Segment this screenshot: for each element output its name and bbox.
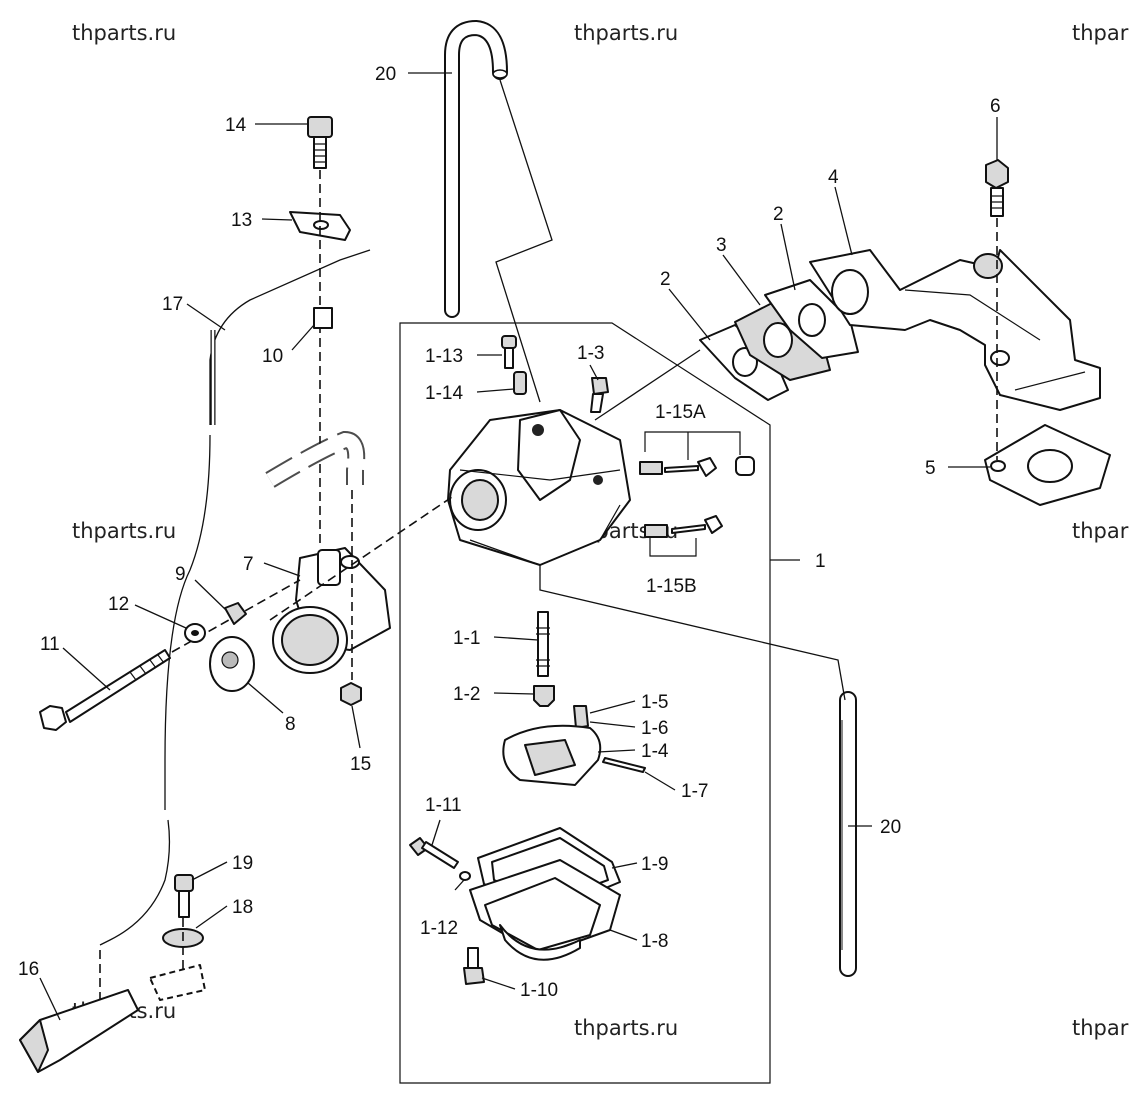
label-19: 19 bbox=[232, 853, 253, 874]
intake-manifold-4 bbox=[809, 249, 1101, 411]
label-16: 16 bbox=[18, 959, 39, 980]
label-1: 1 bbox=[815, 551, 826, 572]
watermark-bottom-right: thpar bbox=[1072, 1016, 1129, 1040]
label-7: 7 bbox=[243, 554, 254, 575]
insulator-3 bbox=[734, 299, 831, 381]
collar-10 bbox=[313, 307, 333, 329]
slider-guide bbox=[149, 964, 206, 1001]
carburetor-assembly-outline bbox=[399, 322, 771, 1084]
leader-lines bbox=[39, 72, 998, 1021]
carb-axis-left bbox=[269, 494, 456, 621]
label-12: 12 bbox=[108, 594, 129, 615]
screw-1-10 bbox=[463, 947, 485, 985]
screw-19 bbox=[174, 874, 194, 918]
label-3: 3 bbox=[716, 235, 727, 256]
label-1-11: 1-11 bbox=[425, 795, 462, 816]
hose-top-leader bbox=[495, 79, 553, 403]
screw-1-3 bbox=[590, 377, 609, 413]
label-9: 9 bbox=[175, 564, 186, 585]
watermark-mid-right: thpar bbox=[1072, 519, 1129, 543]
label-11: 11 bbox=[40, 634, 60, 655]
carb-axis-right bbox=[594, 349, 701, 421]
label-20-top: 20 bbox=[375, 64, 396, 85]
bolt-14 bbox=[307, 116, 333, 169]
watermark-top-right: thpar bbox=[1072, 21, 1129, 45]
label-1-3: 1-3 bbox=[577, 343, 604, 364]
label-15: 15 bbox=[350, 754, 371, 775]
watermark-mid-left: thparts.ru bbox=[72, 519, 176, 543]
bolt-11 bbox=[39, 649, 171, 731]
watermark-top-center: thparts.ru bbox=[574, 21, 678, 45]
o-ring-1-12 bbox=[459, 871, 471, 881]
float-pin-1-7 bbox=[602, 757, 646, 773]
float-1-4 bbox=[502, 724, 602, 786]
gasket-5 bbox=[984, 424, 1111, 506]
label-18: 18 bbox=[232, 897, 253, 918]
label-1-7: 1-7 bbox=[681, 781, 708, 802]
collar-9 bbox=[224, 602, 247, 625]
label-1-15a: 1-15A bbox=[655, 402, 706, 423]
pilot-screw-1-15a bbox=[639, 431, 755, 477]
needle-jet-1-1 bbox=[536, 611, 550, 677]
bolt-6 bbox=[985, 159, 1009, 217]
label-1-1: 1-1 bbox=[453, 628, 480, 649]
label-1-9: 1-9 bbox=[641, 854, 668, 875]
label-8: 8 bbox=[285, 714, 296, 735]
label-14: 14 bbox=[225, 115, 247, 136]
screw-1-13 bbox=[501, 335, 517, 369]
cover-8-emblem bbox=[221, 651, 239, 669]
pilot-screw-1-15b bbox=[644, 515, 723, 557]
spring-1-14 bbox=[513, 371, 527, 395]
label-1-12: 1-12 bbox=[420, 918, 458, 939]
label-2-front: 2 bbox=[660, 269, 671, 290]
label-4: 4 bbox=[828, 167, 839, 188]
throttle-slider-16 bbox=[19, 989, 139, 1073]
label-1-4: 1-4 bbox=[641, 741, 669, 762]
float-valve-1-5 bbox=[573, 705, 589, 729]
drain-screw-1-11 bbox=[409, 837, 459, 869]
label-20-right: 20 bbox=[880, 817, 901, 838]
watermark-bottom-center: thparts.ru bbox=[574, 1016, 678, 1040]
label-1-15b: 1-15B bbox=[646, 576, 697, 597]
carburetor-body bbox=[447, 409, 631, 566]
bracket-hole bbox=[313, 220, 329, 230]
washer-12-hole bbox=[191, 630, 199, 636]
vent-hose-top bbox=[444, 19, 508, 318]
throttle-body bbox=[272, 547, 391, 674]
label-6: 6 bbox=[990, 96, 1001, 117]
label-1-5: 1-5 bbox=[641, 692, 668, 713]
label-17: 17 bbox=[162, 294, 183, 315]
throttle-cable bbox=[99, 249, 371, 946]
label-5: 5 bbox=[925, 458, 936, 479]
main-jet-1-2 bbox=[533, 685, 555, 707]
label-1-13: 1-13 bbox=[425, 346, 463, 367]
label-1-2: 1-2 bbox=[453, 684, 480, 705]
label-1-6: 1-6 bbox=[641, 718, 668, 739]
label-1-8: 1-8 bbox=[641, 931, 668, 952]
nut-15 bbox=[340, 682, 362, 706]
watermark-top-left: thparts.ru bbox=[72, 21, 176, 45]
float-bowl-1-8 bbox=[469, 859, 621, 961]
label-10: 10 bbox=[262, 346, 283, 367]
gasket-2-rear bbox=[764, 279, 859, 359]
label-2-rear: 2 bbox=[773, 204, 784, 225]
vent-hose-right bbox=[839, 691, 857, 977]
part-labels: 20 14 13 17 10 7 9 12 11 8 15 19 18 16 6… bbox=[18, 64, 1001, 1001]
label-1-14: 1-14 bbox=[425, 383, 463, 404]
label-13: 13 bbox=[231, 210, 252, 231]
label-1-10: 1-10 bbox=[520, 980, 558, 1001]
